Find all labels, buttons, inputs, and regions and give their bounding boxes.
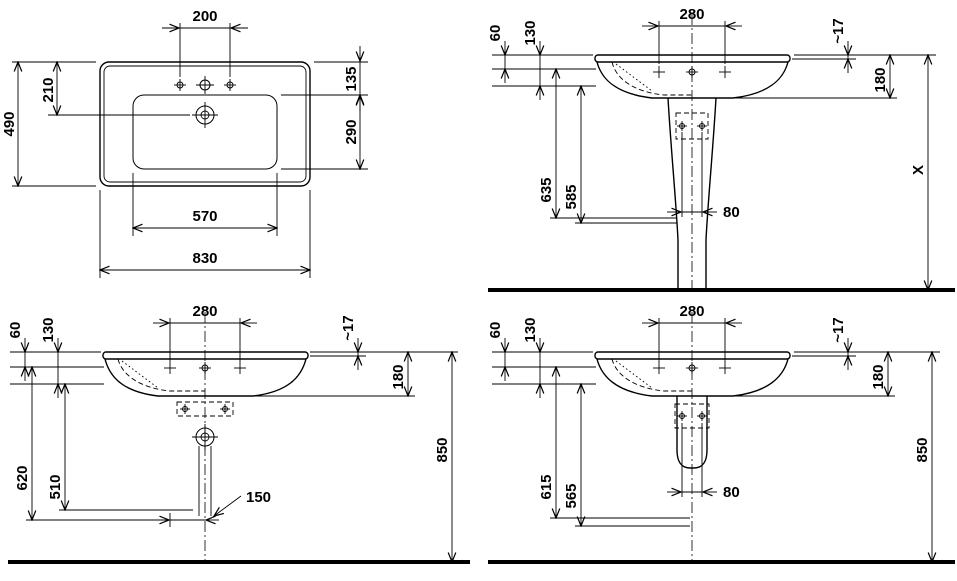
datum-lines: [492, 54, 596, 87]
dim-label-510: 510: [47, 474, 64, 499]
dim-outlet-615: 615: [538, 367, 690, 518]
dim-bowl-depth-290: 290: [281, 95, 368, 169]
dim-label-130: 130: [522, 20, 539, 45]
dim-tap-spacing-280: 280: [642, 303, 742, 362]
view-top: 200 210 490 135 290: [1, 8, 368, 278]
dim-label-17: ~17: [830, 18, 847, 43]
dim-label-565: 565: [563, 483, 580, 508]
dim-label-60: 60: [7, 322, 24, 339]
siphon-cover: [676, 396, 708, 469]
fixing-holes: [675, 112, 709, 140]
dim-label-615: 615: [538, 474, 555, 499]
dim-back-130: 130: [522, 317, 540, 398]
dim-tap-spacing-280: 280: [153, 303, 257, 362]
dim-overall-depth-490: 490: [1, 62, 96, 186]
dim-basin-height-180: 180: [735, 352, 940, 396]
basin-outline: [594, 54, 791, 99]
dim-label-210: 210: [40, 77, 57, 102]
dim-label-60: 60: [487, 322, 504, 339]
dim-label-570: 570: [192, 208, 217, 225]
dim-rim-lip-17: ~17: [310, 315, 366, 370]
dim-basin-height-180: 180: [255, 352, 458, 396]
dim-drain-offset-150: 150: [156, 489, 271, 527]
basin-outline: [102, 351, 309, 397]
dim-label-180: 180: [870, 364, 887, 389]
dim-label-280: 280: [679, 6, 704, 23]
fixing-holes: [674, 403, 710, 429]
drain-outlet: [192, 424, 218, 516]
datum-lines: [492, 351, 596, 385]
dim-label-130: 130: [40, 317, 57, 342]
dim-back-60: 60: [7, 322, 25, 381]
dim-label-620: 620: [14, 465, 31, 490]
dim-label-490: 490: [1, 111, 18, 136]
dim-label-150: 150: [246, 489, 271, 506]
dim-back-130: 130: [40, 317, 58, 398]
dim-supply-635: 635: [538, 69, 677, 218]
dim-label-180: 180: [390, 364, 407, 389]
dim-label-60: 60: [487, 25, 504, 42]
dim-label-830: 830: [192, 250, 217, 267]
dim-label-80: 80: [723, 204, 740, 221]
dim-label-280: 280: [679, 303, 704, 320]
dim-bolt-spacing-80: 80: [667, 132, 740, 221]
dim-outlet-565: 565: [563, 384, 690, 526]
dim-outlet-510: 510: [47, 384, 193, 510]
wall-fixing-holes: [176, 401, 234, 417]
dim-label-635: 635: [538, 177, 555, 202]
tap-holes: [174, 76, 236, 94]
dim-bowl-width-570: 570: [133, 173, 277, 236]
dim-label-850: 850: [914, 437, 931, 462]
pedestal: [667, 97, 717, 289]
dim-label-585: 585: [563, 184, 580, 209]
dim-label-180: 180: [872, 67, 889, 92]
dim-rim-lip-17: ~17: [792, 18, 856, 73]
dim-label-80: 80: [723, 484, 740, 501]
dim-back-60: 60: [487, 25, 505, 83]
dim-bolt-spacing-80: 80: [667, 423, 740, 501]
view-front-wall: 60 130 280 ~17 180: [7, 303, 470, 564]
dim-basin-height-180: 180: [735, 55, 936, 98]
dim-outlet-620: 620: [14, 367, 168, 520]
dim-tap-spacing-280: 280: [642, 6, 742, 64]
dim-label-280: 280: [192, 303, 217, 320]
dim-overall-width-830: 830: [100, 190, 310, 278]
view-front-halfpedestal: 60 130 280 615 565: [487, 303, 955, 564]
dim-label-17: ~17: [340, 315, 357, 340]
dim-label-x: X: [910, 165, 927, 175]
dim-label-200: 200: [192, 8, 217, 25]
dim-back-130: 130: [522, 20, 540, 100]
dim-label-290: 290: [343, 119, 360, 144]
view-front-pedestal: 280 60 130 635 585: [487, 6, 955, 292]
drain-hole: [192, 102, 218, 128]
dim-tap-spacing-200: 200: [162, 8, 248, 77]
dim-supply-585: 585: [563, 86, 677, 223]
dim-rim-lip-17: ~17: [792, 317, 856, 370]
dim-label-17: ~17: [830, 317, 847, 342]
basin-outline: [99, 61, 311, 187]
datum-lines: [10, 351, 104, 385]
dim-total-height-x: X: [910, 55, 928, 290]
dim-rim-to-bowl-135: 135: [281, 46, 368, 111]
basin-outline: [594, 351, 791, 397]
dim-label-130: 130: [522, 317, 539, 342]
dim-front-to-drain-210: 210: [12, 62, 190, 115]
dim-label-850: 850: [434, 437, 451, 462]
dim-label-135: 135: [343, 66, 360, 91]
dim-rim-height-850: 850: [434, 352, 452, 562]
dim-back-60: 60: [487, 322, 505, 381]
dim-rim-height-850: 850: [914, 352, 932, 562]
